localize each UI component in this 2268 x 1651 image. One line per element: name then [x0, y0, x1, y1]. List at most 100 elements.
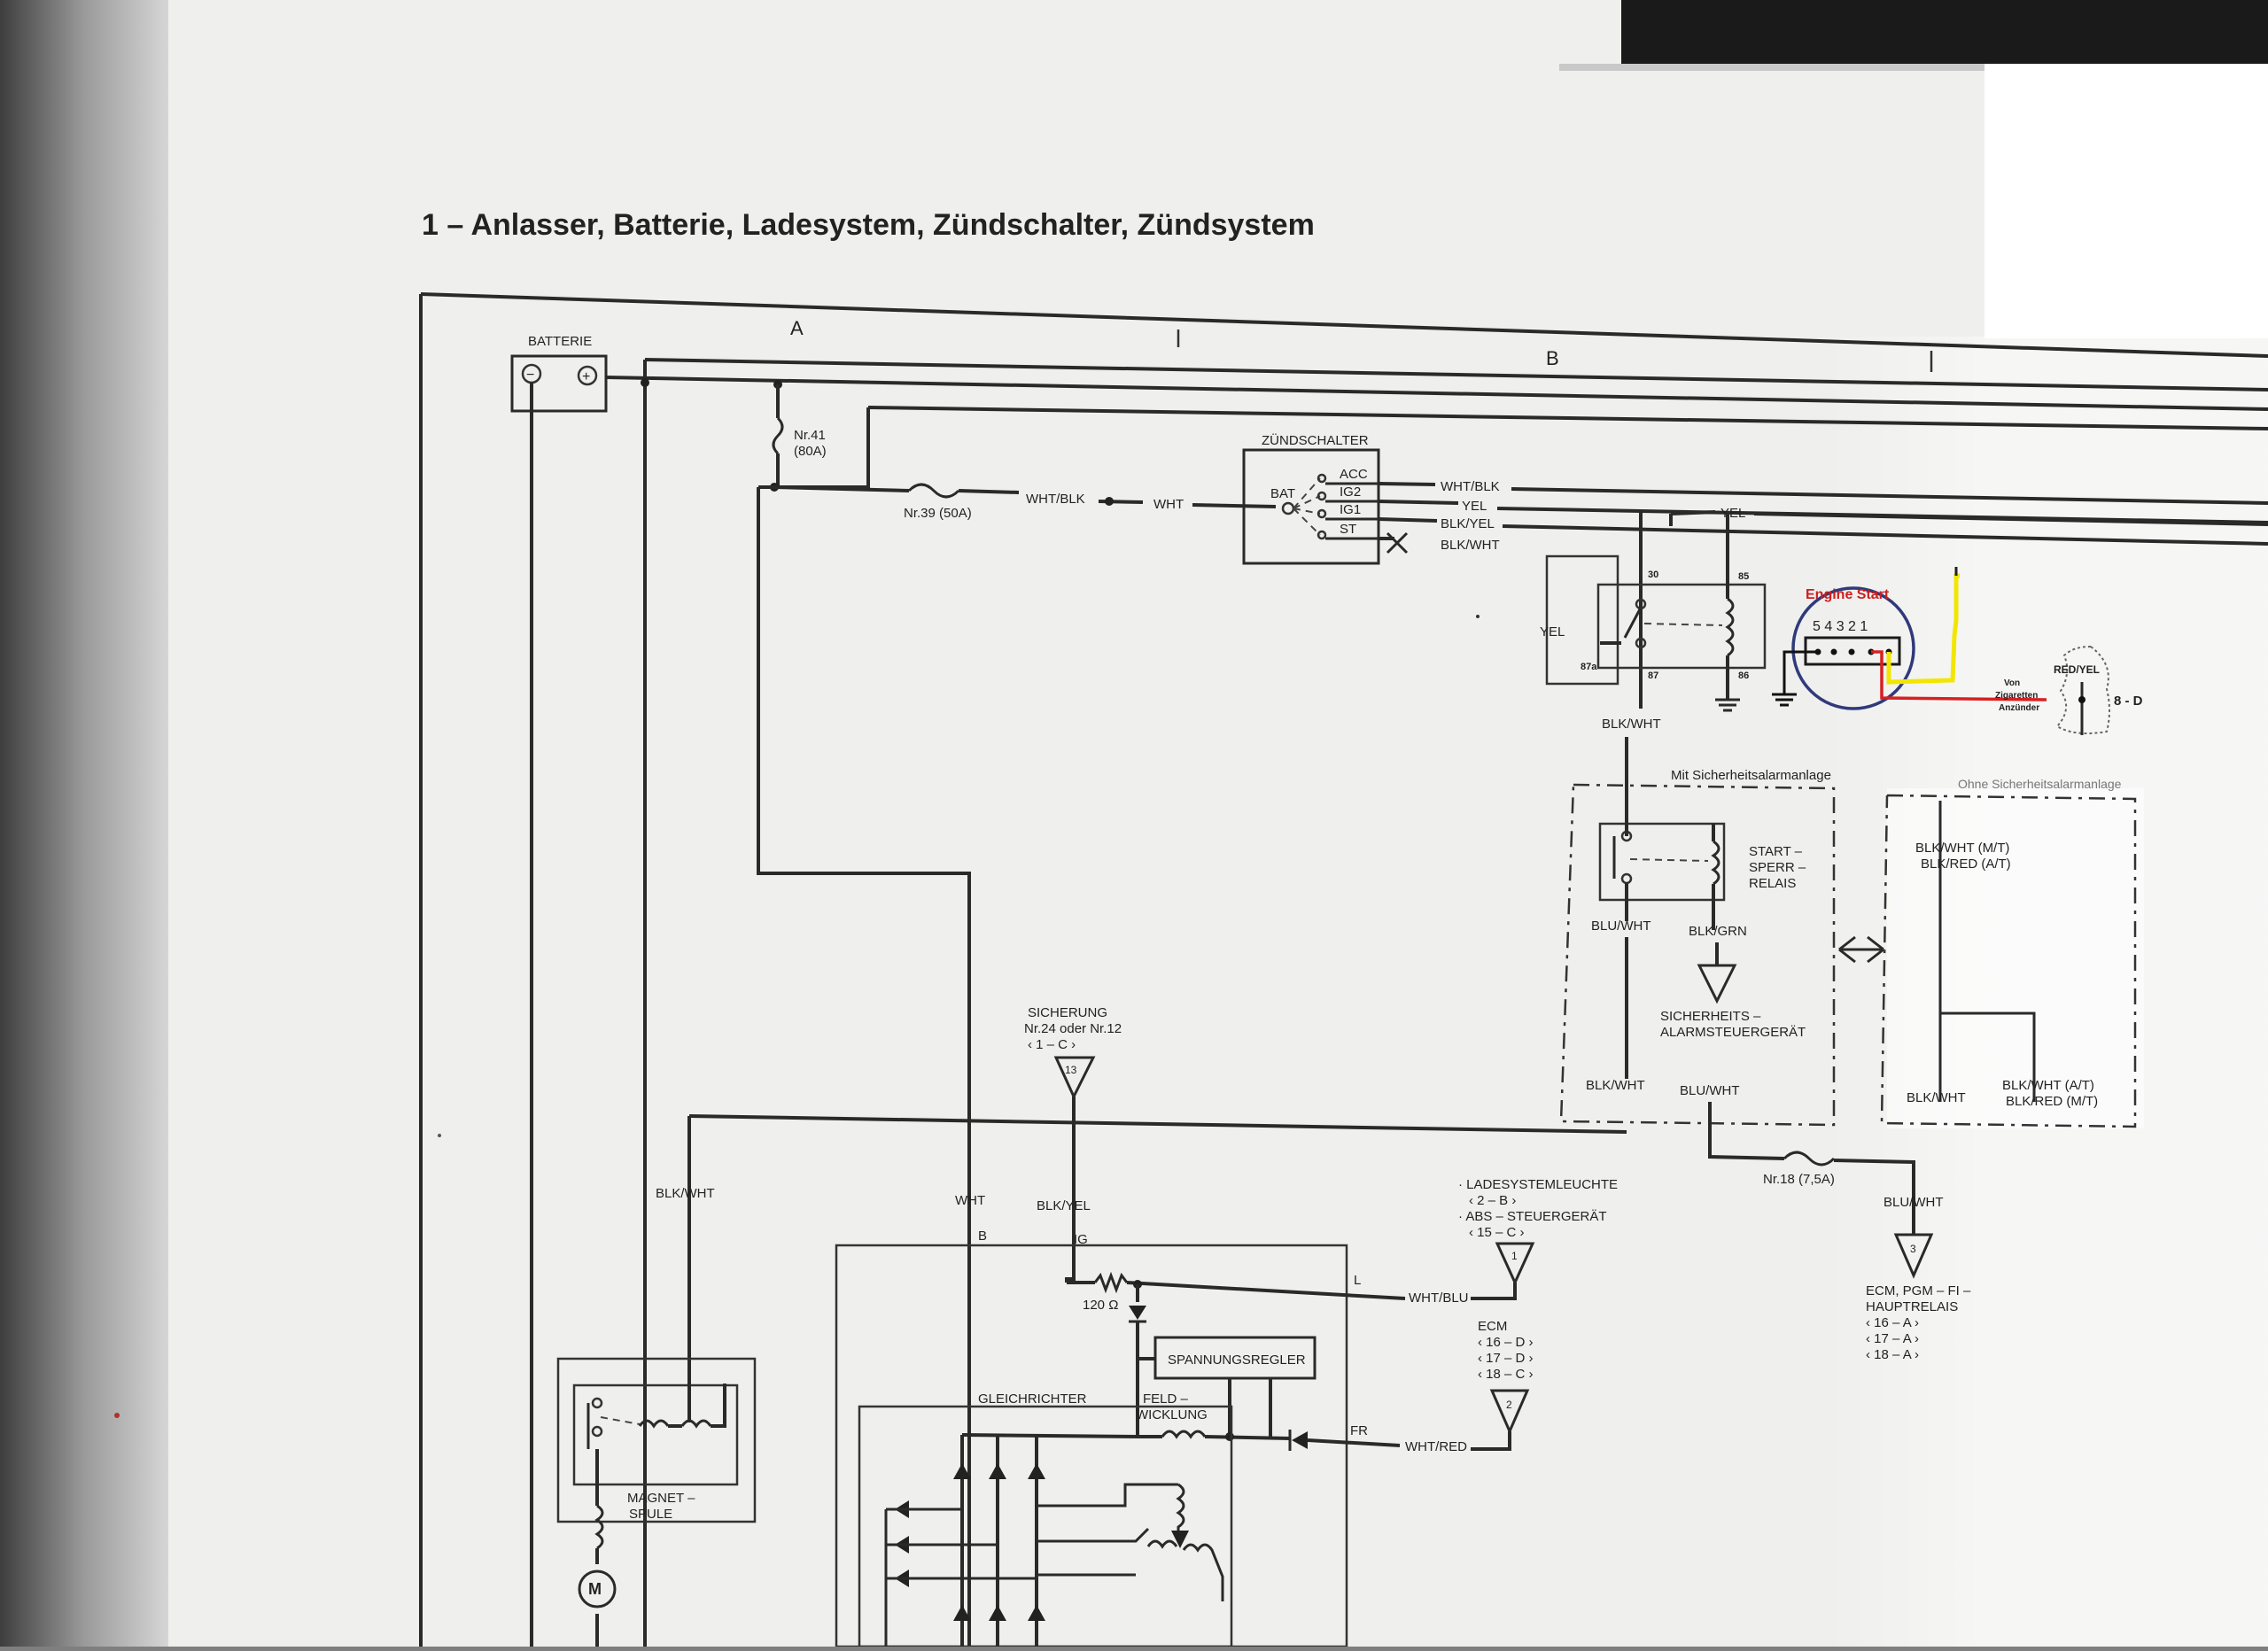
wire-label-yel-left: YEL — [1540, 624, 1565, 639]
wire-label-yel-right: YEL — [1720, 506, 1745, 521]
start-relais-label-1: START – — [1749, 844, 1803, 859]
ecm2-label-3: ‹ 16 – A › — [1866, 1315, 1919, 1330]
alarm-without-boundary — [1880, 794, 2137, 1128]
ecm1-label-1: ECM — [1478, 1319, 1507, 1334]
field-winding-label-1: FELD – — [1143, 1391, 1189, 1407]
rectifier-label: GLEICHRICHTER — [978, 1391, 1087, 1407]
wire-label-blu-wht-1: BLU/WHT — [1591, 919, 1651, 934]
ecm-connector-2-num: 2 — [1506, 1399, 1512, 1411]
ecm2-label-2: HAUPTRELAIS — [1866, 1299, 1958, 1314]
ecm-connector-3-triangle — [1893, 1233, 1934, 1279]
no-alarm-bottom-left-label: BLK/WHT — [1907, 1090, 1966, 1105]
zone-a-label: A — [790, 317, 804, 339]
wire-label-wht-blu: WHT/BLU — [1409, 1291, 1469, 1306]
st-terminal-cross-mark — [1386, 531, 1409, 554]
alt-terminal-l: L — [1354, 1273, 1361, 1288]
wire-label-blk-yel: BLK/YEL — [1441, 516, 1495, 531]
battery-label: BATTERIE — [528, 334, 592, 349]
alt-terminal-b: B — [978, 1229, 987, 1244]
fuse-sicherung-label-1: SICHERUNG — [1028, 1005, 1107, 1020]
engine-start-anzuender: Anzünder — [1999, 703, 2039, 713]
relay-pin-87: 87 — [1648, 670, 1658, 681]
no-alarm-bottom-right-label-1: BLK/WHT (A/T) — [2002, 1078, 2094, 1093]
lade-label-4: ‹ 15 – C › — [1469, 1225, 1525, 1240]
field-winding-label-2: WICKLUNG — [1136, 1407, 1208, 1422]
diode-regulator — [1129, 1306, 1146, 1320]
connector-8d-outline — [2055, 645, 2110, 734]
engine-start-pins: 5 4 3 2 1 — [1813, 619, 1868, 634]
glare-area — [1984, 64, 2268, 338]
lade-label-3: · ABS – STEUERGERÄT — [1458, 1209, 1607, 1224]
no-alarm-top-label-2: BLK/RED (A/T) — [1921, 857, 2011, 872]
alarm-control-label-1: SICHERHEITS – — [1660, 1009, 1761, 1024]
relay-pin-30: 30 — [1648, 570, 1658, 580]
lade-connector-1-triangle — [1495, 1242, 1535, 1286]
wire-label-wht-red: WHT/RED — [1405, 1439, 1467, 1454]
magnet-switch-label-2: SPULE — [629, 1507, 672, 1522]
fuse-sicherung-label-3: ‹ 1 – C › — [1028, 1037, 1076, 1052]
ign-acc-terminal: ACC — [1340, 467, 1368, 482]
alarm-control-unit-triangle — [1697, 964, 1737, 1004]
start-sperr-relay-box — [1598, 822, 1726, 902]
alarm-with-boundary — [1559, 783, 1836, 1127]
stator-connections — [1037, 1483, 1178, 1577]
alt-terminal-ig: IG — [1074, 1232, 1088, 1247]
starter-coil — [594, 1504, 604, 1550]
wire-label-blk-grn: BLK/GRN — [1689, 924, 1747, 939]
ign-ig2-terminal: IG2 — [1340, 484, 1361, 500]
resistor-120-ohm — [1093, 1271, 1129, 1294]
stator-coil-2 — [1146, 1539, 1178, 1549]
ign-bat-terminal: BAT — [1270, 486, 1295, 501]
wire-label-wht: WHT — [1153, 497, 1184, 512]
stator-coil-1 — [1176, 1483, 1185, 1532]
wire-label-wht-blk-1: WHT/BLK — [1026, 492, 1085, 507]
magnet-coil-1 — [638, 1419, 670, 1429]
wire-label-wht-vertical: WHT — [955, 1193, 985, 1208]
starter-motor — [578, 1570, 617, 1608]
fuse-18-label: Nr.18 (7,5A) — [1763, 1172, 1835, 1187]
ecm2-label-4: ‹ 17 – A › — [1866, 1331, 1919, 1346]
no-alarm-top-label-1: BLK/WHT (M/T) — [1915, 841, 2009, 856]
alternative-double-arrow — [1838, 935, 1884, 964]
bus-wire-1 — [605, 376, 2268, 411]
ecm2-label-1: ECM, PGM – FI – — [1866, 1283, 1971, 1298]
wire-label-blk-wht-left: BLK/WHT — [656, 1186, 715, 1201]
fuse-41-rating: (80A) — [794, 444, 827, 459]
starter-outer-box — [556, 1357, 757, 1523]
wire-label-yel: YEL — [1462, 499, 1487, 514]
book-spine-shadow — [0, 0, 168, 1647]
wire-label-blk-yel-vertical: BLK/YEL — [1037, 1198, 1091, 1213]
engine-start-ref: 8 - D — [2114, 694, 2143, 709]
ign-ig1-terminal: IG1 — [1340, 502, 1361, 517]
battery-minus-sign: − — [526, 368, 534, 383]
magnet-switch-box — [572, 1384, 739, 1486]
relay-pin-86: 86 — [1738, 670, 1749, 681]
wire-label-blk-wht-relay: BLK/WHT — [1602, 717, 1661, 732]
bus-wire-2 — [644, 358, 2268, 391]
ignition-switch-label: ZÜNDSCHALTER — [1262, 432, 1369, 448]
fuse-39-label: Nr.39 (50A) — [904, 506, 972, 521]
ecm1-label-2: ‹ 16 – D › — [1478, 1335, 1534, 1350]
ecm-connector-3-num: 3 — [1910, 1243, 1916, 1255]
starter-motor-label: M — [588, 1580, 602, 1598]
ecm2-label-5: ‹ 18 – A › — [1866, 1347, 1919, 1362]
lade-connector-1-num: 1 — [1511, 1250, 1518, 1262]
ignition-switch-box — [1242, 448, 1380, 565]
main-relay-box — [1596, 583, 1767, 670]
frame-top-line — [420, 292, 2268, 358]
wire-label-blu-wht-3: BLU/WHT — [1884, 1195, 1944, 1210]
engine-start-ground — [1772, 693, 1797, 707]
engine-start-red-wire — [1871, 650, 2047, 701]
engine-start-title: Engine Start — [1806, 587, 1890, 602]
voltage-regulator-label: SPANNUNGSREGLER — [1168, 1353, 1306, 1368]
fuse-41-label: Nr.41 — [794, 428, 826, 443]
magnet-switch-label-1: MAGNET – — [627, 1491, 695, 1506]
relay-pin-87a: 87a — [1581, 662, 1597, 672]
engine-start-circle — [1791, 586, 1915, 710]
wire-label-blk-wht: BLK/WHT — [1441, 538, 1500, 553]
alarm-control-label-2: ALARMSTEUERGERÄT — [1660, 1025, 1806, 1040]
engine-start-red-yel: RED/YEL — [2054, 663, 2100, 676]
battery-plus-sign: + — [582, 369, 590, 384]
